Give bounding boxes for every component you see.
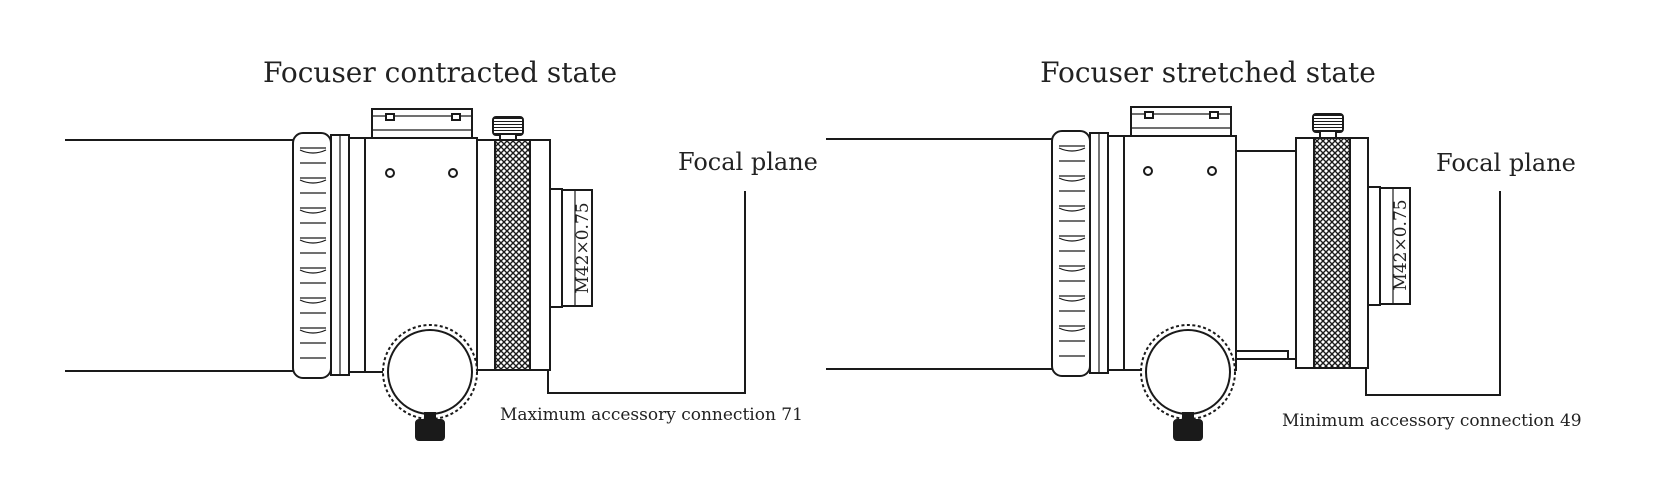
stretched-title: Focuser stretched state	[1040, 56, 1376, 89]
m42-adapter-right: M42×0.75	[1367, 186, 1411, 306]
top-dovetail	[371, 108, 473, 139]
focal-plane-label: Focal plane	[678, 148, 818, 176]
focal-plane-label-right: Focal plane	[1436, 149, 1576, 177]
contracted-title: Focuser contracted state	[263, 56, 617, 89]
max-connection-label: Maximum accessory connection 71	[500, 405, 803, 425]
focus-knob-right	[1140, 324, 1236, 441]
focal-plane-marker: Focal plane	[678, 148, 818, 394]
ribbed-ring	[292, 132, 366, 379]
m42-thread-label-right: M42×0.75	[1391, 199, 1411, 290]
min-connection-label: Minimum accessory connection 49	[1282, 411, 1582, 431]
focal-plane-marker-right: Focal plane	[1436, 149, 1576, 396]
m42-thread-label: M42×0.75	[573, 202, 593, 293]
knurled-ring-edge	[529, 139, 551, 371]
telescope-tube	[65, 139, 300, 372]
contracted-state-diagram: Focuser contracted state	[65, 56, 818, 441]
stretched-state-diagram: Focuser stretched state	[826, 56, 1582, 441]
top-dovetail-right	[1130, 106, 1232, 137]
connection-dimension: Maximum accessory connection 71	[500, 370, 803, 425]
extended-drawtube	[1235, 150, 1297, 360]
telescope-tube-right	[826, 138, 1060, 370]
knurled-ring-edge-right	[1349, 137, 1369, 369]
lock-knob-top	[492, 116, 524, 143]
ribbed-ring-right	[1051, 130, 1125, 377]
m42-adapter: M42×0.75	[549, 188, 593, 308]
focus-knob	[382, 324, 478, 441]
connection-dimension-right: Minimum accessory connection 49	[1282, 368, 1582, 431]
front-flange	[476, 139, 496, 371]
lock-knob-top-right	[1312, 113, 1344, 140]
front-flange-right	[1295, 137, 1315, 369]
